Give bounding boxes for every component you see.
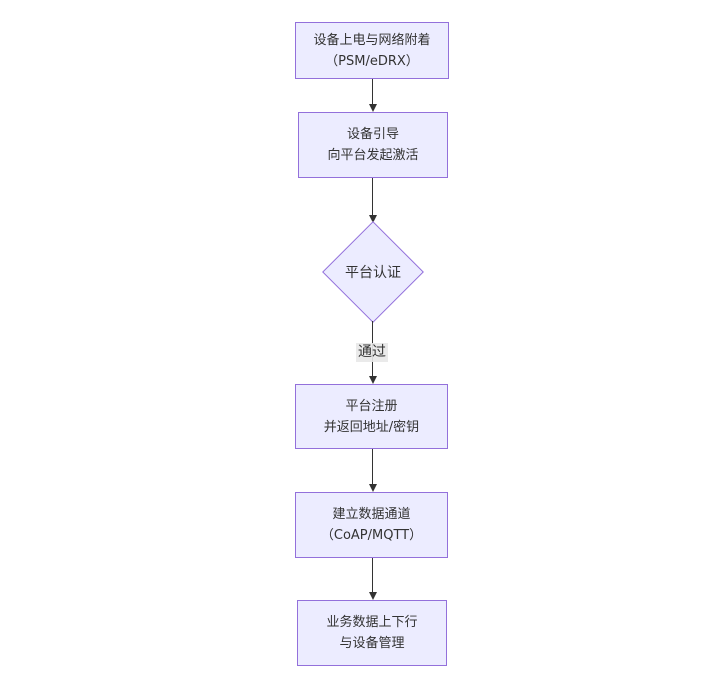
node-power-network-attach: 设备上电与网络附着 （PSM/eDRX） bbox=[295, 22, 449, 79]
node-data-channel: 建立数据通道 （CoAP/MQTT） bbox=[295, 492, 448, 558]
arrowhead-icon bbox=[368, 215, 377, 223]
node-label-line2: （PSM/eDRX） bbox=[325, 53, 419, 69]
node-label-line1: 业务数据上下行 bbox=[326, 615, 418, 630]
node-label-line2: 向平台发起激活 bbox=[327, 148, 419, 163]
node-label-line1: 设备引导 bbox=[346, 127, 399, 142]
arrow-shaft bbox=[372, 449, 373, 484]
arrowhead-icon bbox=[368, 592, 377, 600]
node-label-line2: 并返回地址/密钥 bbox=[323, 419, 420, 435]
node-business-data: 业务数据上下行 与设备管理 bbox=[297, 600, 447, 666]
arrow-register-to-channel bbox=[368, 449, 377, 492]
arrow-attach-to-bootstrap bbox=[368, 79, 377, 112]
node-label-line2: 与设备管理 bbox=[339, 636, 405, 651]
edge-label-pass: 通过 bbox=[356, 343, 388, 362]
node-label-line1: 设备上电与网络附着 bbox=[313, 32, 431, 48]
node-platform-auth-decision: 平台认证 bbox=[322, 221, 424, 323]
node-label-line2: （CoAP/MQTT） bbox=[320, 528, 423, 543]
arrow-shaft bbox=[372, 178, 373, 215]
arrow-shaft bbox=[372, 558, 373, 592]
node-label-line1: 平台注册 bbox=[345, 398, 398, 414]
arrowhead-icon bbox=[368, 484, 377, 492]
node-platform-register: 平台注册 并返回地址/密钥 bbox=[295, 384, 448, 449]
arrowhead-icon bbox=[368, 376, 377, 384]
node-device-bootstrap: 设备引导 向平台发起激活 bbox=[298, 112, 448, 178]
arrow-bootstrap-to-auth bbox=[368, 178, 377, 223]
node-label-line1: 建立数据通道 bbox=[332, 507, 411, 522]
arrowhead-icon bbox=[368, 104, 377, 112]
arrow-shaft bbox=[372, 79, 373, 104]
arrow-channel-to-business bbox=[368, 558, 377, 600]
diamond-label: 平台认证 bbox=[345, 265, 401, 281]
